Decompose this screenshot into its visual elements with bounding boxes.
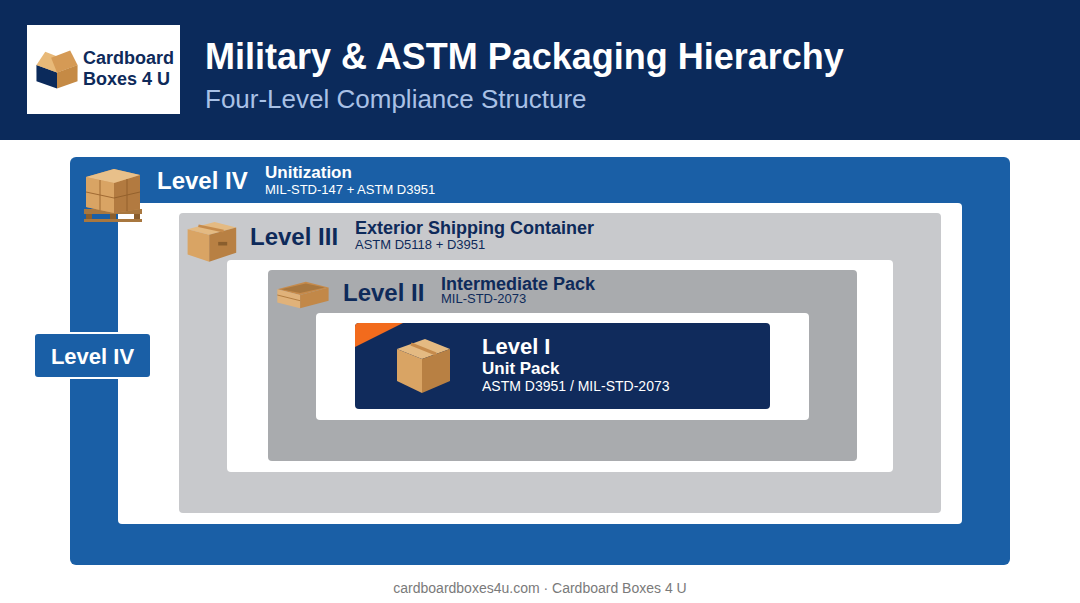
level-number: Level IV [157, 167, 267, 195]
standard-ref: ASTM D5118 + D3951 [355, 238, 755, 253]
level-number: Level I [482, 334, 762, 359]
subtitle: Four-Level Compliance Structure [205, 84, 1065, 114]
standard-ref: MIL-STD-147 + ASTM D3951 [265, 183, 665, 198]
footer-caption: cardboardboxes4u.com · Cardboard Boxes 4… [0, 579, 1080, 597]
level-number: Level II [343, 279, 443, 307]
box-icon [184, 218, 238, 264]
logo-panel: Cardboard Boxes 4 U [27, 25, 180, 114]
level-badge: Level IV [33, 332, 152, 379]
level-title: Unitization [265, 163, 665, 183]
standard-ref: ASTM D3951 / MIL-STD-2073 [482, 378, 762, 394]
page-title: Military & ASTM Packaging Hierarchy [205, 37, 1065, 77]
tray-icon [273, 276, 331, 314]
pallet-icon [80, 163, 146, 223]
level-badge-text: Level IV [35, 344, 150, 369]
level-box: Level IVUnitizationMIL-STD-147 + ASTM D3… [70, 157, 1010, 565]
level-title: Unit Pack [482, 359, 762, 379]
logo-box-icon [35, 47, 79, 89]
level-box: Level IUnit PackASTM D3951 / MIL-STD-207… [355, 323, 770, 409]
level-box: Level IIIntermediate PackMIL-STD-2073 Le… [268, 270, 857, 461]
level-title: Exterior Shipping Container [355, 218, 755, 239]
logo-text: Cardboard Boxes 4 U [83, 48, 178, 90]
accent-corner [355, 323, 403, 347]
standard-ref: MIL-STD-2073 [441, 292, 841, 307]
level-box: Level IIIExterior Shipping ContainerASTM… [179, 213, 941, 513]
level-number: Level III [250, 223, 360, 251]
box-icon [395, 335, 452, 395]
